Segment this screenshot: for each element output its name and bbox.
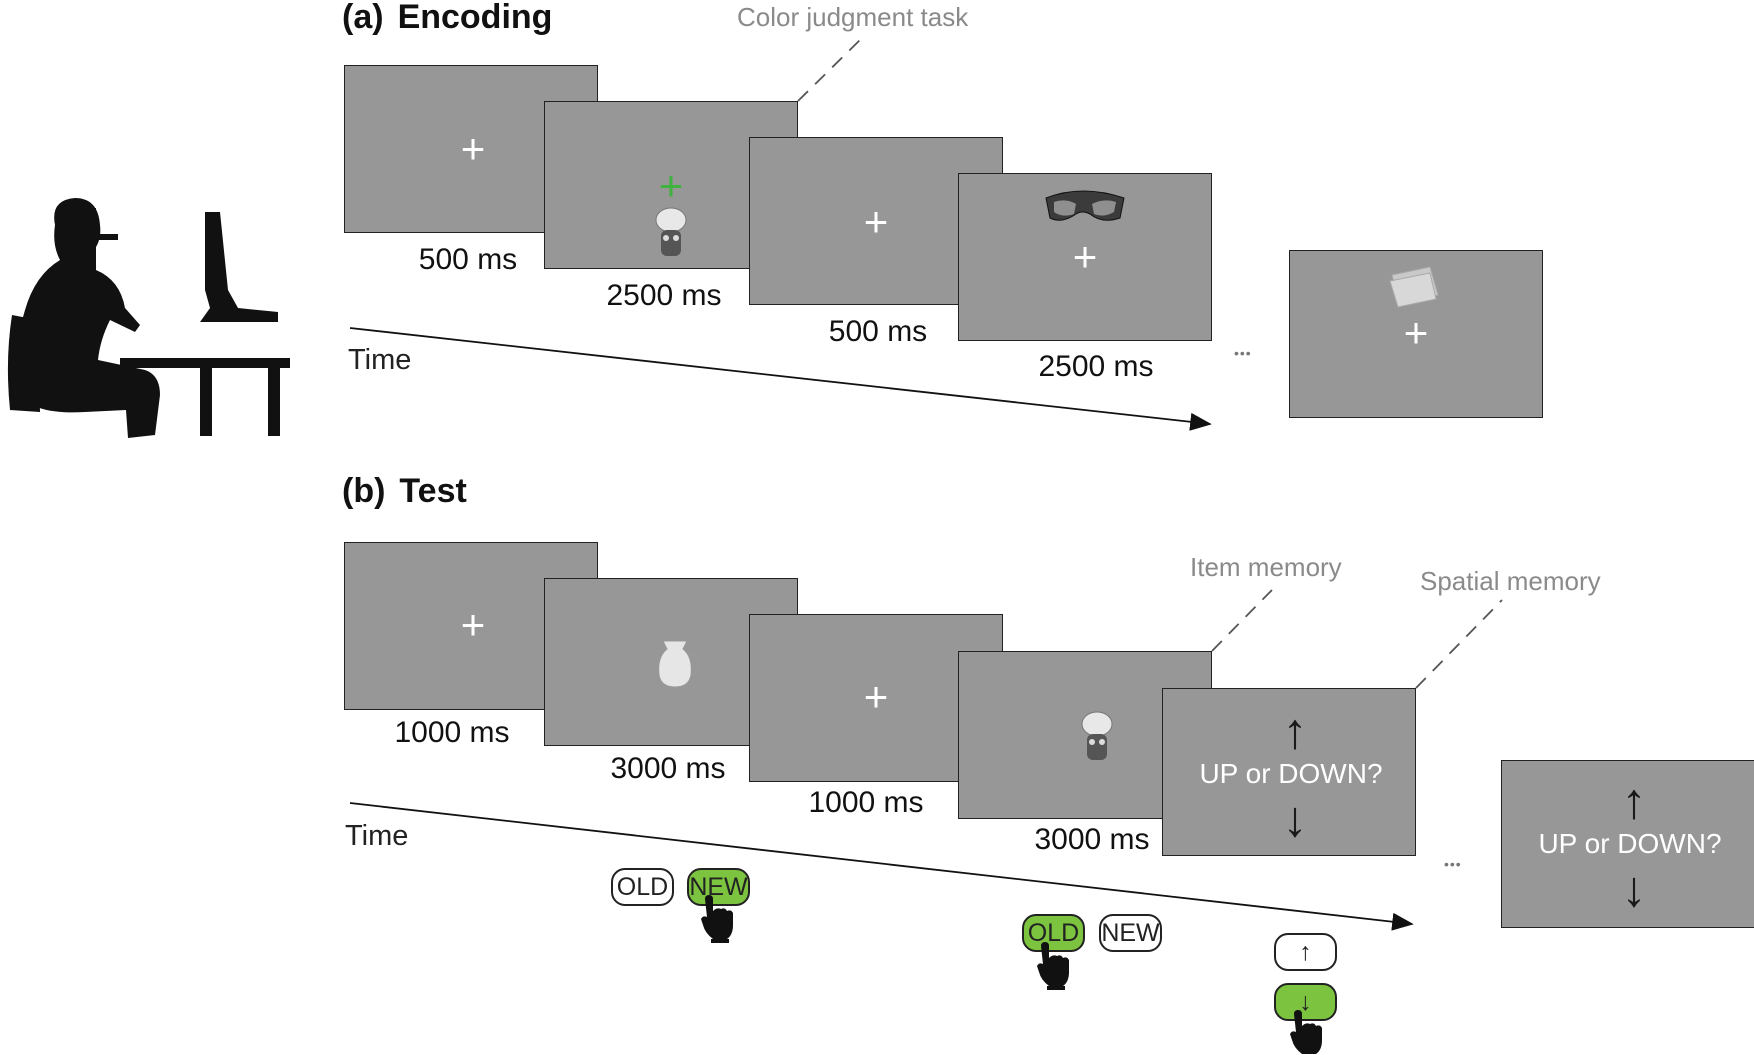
fixation-cross: +: [1403, 309, 1429, 356]
object-image-icon: [1389, 266, 1439, 308]
panel-label: (b): [342, 472, 386, 510]
item-memory-note: Item memory: [1190, 552, 1342, 582]
up-or-down-prompt: UP or DOWN?: [1538, 828, 1722, 859]
color-task-callout: [797, 37, 863, 102]
panel-label: (a): [342, 0, 384, 36]
encoding-screen-5: +: [1289, 250, 1543, 418]
fixation-cross: +: [1072, 233, 1098, 280]
fixation-cross: +: [863, 673, 889, 720]
panel-title: Test: [399, 472, 467, 510]
duration-label: 2500 ms: [606, 279, 722, 312]
new-key-selected[interactable]: NEW: [687, 868, 750, 906]
up-key[interactable]: ↑: [1274, 933, 1337, 971]
duration-label: 2500 ms: [1038, 350, 1154, 383]
fixation-cross: +: [863, 198, 889, 245]
duration-label: 3000 ms: [610, 752, 726, 785]
old-key-selected[interactable]: OLD: [1022, 914, 1085, 952]
fixation-cross: +: [460, 601, 486, 648]
green-fixation-cross: +: [658, 162, 684, 209]
hand-pointer-icon: [1037, 942, 1069, 990]
continuation-dots: •••: [1234, 345, 1252, 361]
test-time-arrow: [349, 802, 1414, 931]
duration-label: 500 ms: [828, 315, 928, 348]
up-arrow-icon: ↑: [1282, 703, 1308, 759]
time-label: Time: [345, 820, 409, 852]
duration-label: 3000 ms: [1034, 823, 1150, 856]
object-image-icon: [1045, 190, 1125, 221]
object-image-icon: [1081, 711, 1113, 760]
test-title: (b) Test: [342, 472, 467, 511]
time-label: Time: [348, 344, 412, 376]
spatial-memory-note: Spatial memory: [1420, 566, 1601, 596]
up-arrow-icon: ↑: [1621, 773, 1647, 829]
down-key-selected[interactable]: ↓: [1274, 983, 1337, 1021]
color-judgment-note: Color judgment task: [737, 2, 969, 32]
panel-title: Encoding: [397, 0, 553, 36]
encoding-screen-4: +: [958, 173, 1212, 341]
fixation-cross: +: [460, 125, 486, 172]
spatial-memory-callout: [1415, 599, 1503, 689]
encoding-time-arrow: [349, 327, 1212, 431]
participant-silhouette-icon: [7, 198, 290, 438]
test-screen-6: ↑ UP or DOWN? ↓: [1501, 760, 1754, 928]
hand-pointer-icon: [1290, 1010, 1322, 1054]
new-key[interactable]: NEW: [1099, 914, 1162, 952]
down-arrow-icon: ↓: [1621, 861, 1647, 917]
hand-pointer-icon: [701, 895, 733, 943]
down-arrow-icon: ↓: [1282, 791, 1308, 847]
object-image-icon: [655, 207, 687, 256]
continuation-dots: •••: [1444, 856, 1462, 872]
old-key[interactable]: OLD: [611, 868, 674, 906]
duration-label: 500 ms: [418, 243, 518, 276]
duration-label: 1000 ms: [808, 786, 924, 819]
encoding-title: (a) Encoding: [342, 0, 552, 37]
item-memory-callout: [1211, 589, 1273, 652]
test-screen-5: ↑ UP or DOWN? ↓: [1162, 688, 1416, 856]
object-image-icon: [658, 640, 701, 688]
up-or-down-prompt: UP or DOWN?: [1199, 758, 1383, 789]
duration-label: 1000 ms: [394, 716, 510, 749]
